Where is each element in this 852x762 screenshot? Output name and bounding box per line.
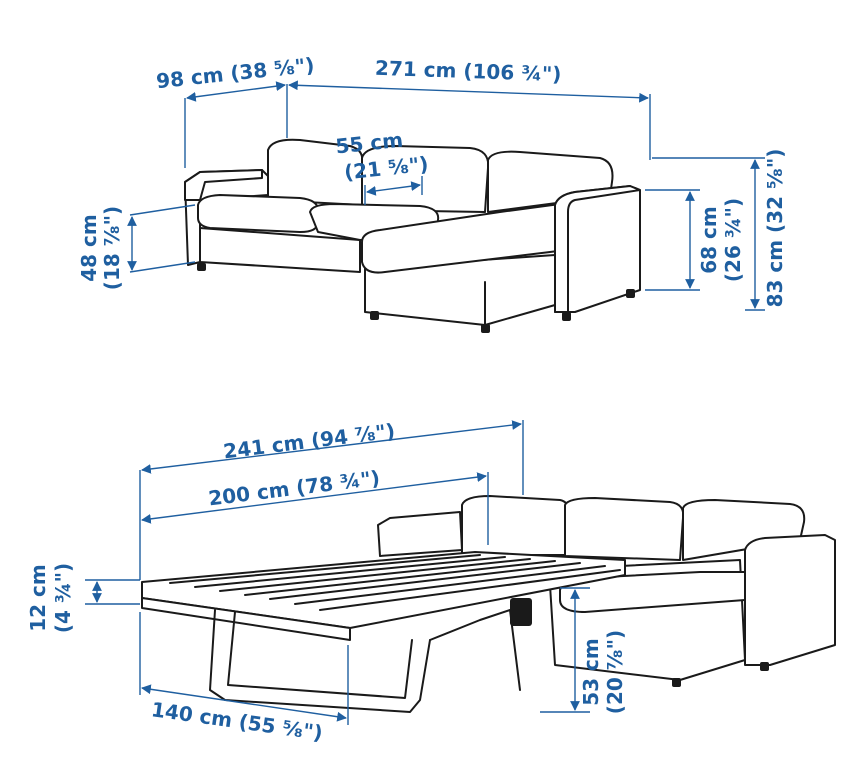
total-height-label: 83 cm (32 ⁵⁄₈") bbox=[763, 149, 787, 308]
bed-foot bbox=[672, 678, 681, 687]
bed-frame-mechanism bbox=[429, 609, 521, 691]
mattress-thickness-inch-label: (4 ¾") bbox=[51, 563, 75, 633]
bed-back-cushion-1 bbox=[461, 495, 570, 556]
seat-height-inch-label: (18 ⁷⁄₈") bbox=[100, 206, 124, 290]
bed-mattress-edge bbox=[141, 597, 351, 641]
sofa-foot bbox=[197, 263, 206, 271]
bed-dimension-lines bbox=[85, 420, 590, 725]
bed-back-cushion-3 bbox=[682, 499, 806, 561]
mattress-thickness-label: 12 cm bbox=[26, 564, 50, 632]
bed-total-length-label: 241 cm (94 ⁷⁄₈") bbox=[222, 419, 396, 464]
sofa-foot bbox=[626, 289, 635, 298]
sofa-foot bbox=[481, 324, 490, 333]
right-armrest-top bbox=[554, 185, 641, 313]
bed-back-cushion-2 bbox=[564, 497, 685, 561]
sofa-dimension-lines bbox=[127, 80, 765, 311]
chaise-base bbox=[364, 254, 556, 326]
sofa-foot bbox=[370, 311, 379, 320]
bed-right-armrest bbox=[744, 534, 836, 666]
bed-hinge bbox=[510, 598, 532, 626]
mattress-length-label: 200 cm (78 ¾") bbox=[207, 466, 381, 511]
sofa-base bbox=[199, 227, 361, 273]
chaise-depth-label: 98 cm (38 ⁵⁄₈") bbox=[155, 53, 315, 93]
sofa-foot bbox=[562, 312, 571, 321]
sofa-drawing bbox=[184, 138, 641, 333]
total-width-label: 271 cm (106 ¾") bbox=[375, 56, 562, 86]
seat-height-label: 48 cm bbox=[77, 214, 101, 282]
bed-sofa-back-arm bbox=[377, 511, 463, 557]
arm-height-label: 68 cm bbox=[697, 206, 721, 274]
arm-height-inch-label: (26 ¾") bbox=[721, 198, 745, 282]
bed-foot bbox=[760, 662, 769, 671]
left-armrest-top bbox=[184, 169, 263, 201]
bed-height-label: 53 cm bbox=[579, 638, 603, 706]
seat-cushion-left bbox=[197, 194, 319, 233]
bed-drawing bbox=[141, 495, 836, 713]
bed-height-inch-label: (20 ⁷⁄₈") bbox=[603, 630, 627, 714]
mattress-slats bbox=[169, 554, 621, 611]
